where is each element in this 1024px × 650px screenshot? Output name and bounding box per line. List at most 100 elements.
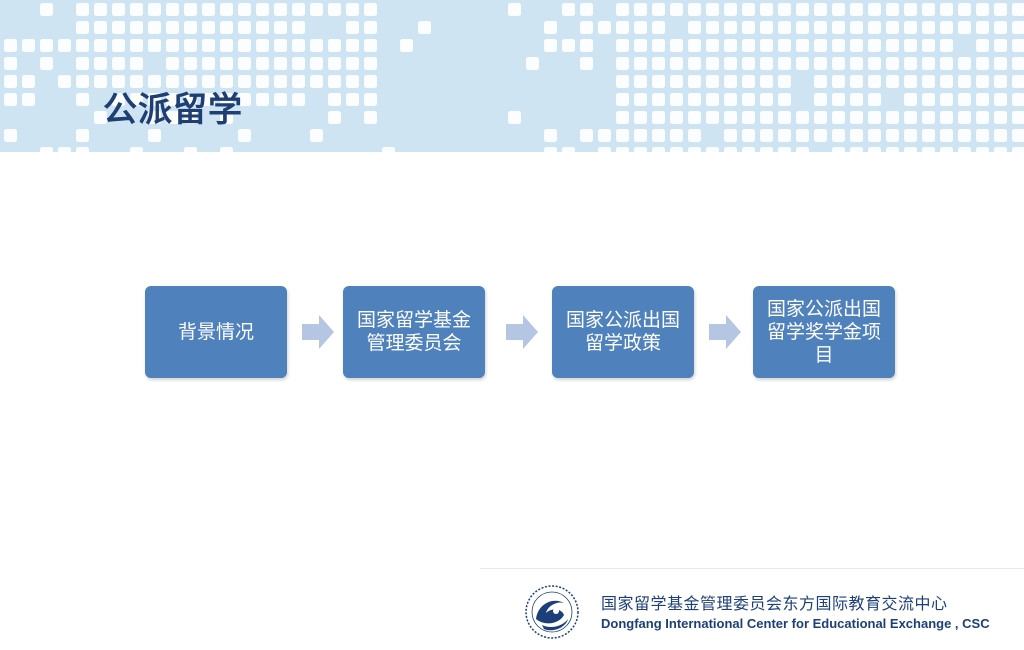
grid-cell	[922, 3, 935, 16]
grid-cell	[238, 93, 251, 106]
grid-cell	[562, 147, 575, 152]
grid-cell	[292, 21, 305, 34]
grid-cell	[580, 57, 593, 70]
grid-cell	[508, 3, 521, 16]
grid-cell	[256, 39, 269, 52]
grid-cell	[814, 75, 827, 88]
grid-cell	[346, 3, 359, 16]
step-background[interactable]: 背景情况	[145, 286, 287, 378]
grid-cell	[184, 147, 197, 152]
grid-cell	[742, 75, 755, 88]
grid-cell	[868, 147, 881, 152]
grid-cell	[670, 111, 683, 124]
grid-cell	[634, 57, 647, 70]
grid-cell	[184, 111, 197, 124]
grid-cell	[832, 21, 845, 34]
grid-cell	[940, 147, 953, 152]
grid-cell	[238, 129, 251, 142]
grid-cell	[724, 93, 737, 106]
grid-cell	[166, 3, 179, 16]
grid-cell	[922, 75, 935, 88]
grid-cell	[886, 75, 899, 88]
grid-cell	[778, 75, 791, 88]
grid-cell	[544, 129, 557, 142]
grid-cell	[706, 57, 719, 70]
grid-cell	[688, 21, 701, 34]
grid-cell	[580, 129, 593, 142]
grid-cell	[940, 3, 953, 16]
grid-cell	[94, 57, 107, 70]
grid-cell	[94, 3, 107, 16]
grid-cell	[22, 75, 35, 88]
grid-cell	[832, 129, 845, 142]
grid-cell	[94, 39, 107, 52]
grid-cell	[130, 21, 143, 34]
grid-cell	[904, 147, 917, 152]
step-scholarship[interactable]: 国家公派出国留学奖学金项目	[753, 286, 895, 378]
grid-cell	[274, 93, 287, 106]
grid-cell	[112, 39, 125, 52]
grid-cell	[940, 21, 953, 34]
grid-cell	[544, 21, 557, 34]
arrow-right-icon	[302, 315, 334, 349]
grid-cell	[616, 75, 629, 88]
grid-cell	[778, 147, 791, 152]
grid-cell	[328, 57, 341, 70]
grid-cell	[76, 39, 89, 52]
grid-cell	[220, 3, 233, 16]
grid-cell	[364, 3, 377, 16]
grid-cell	[904, 129, 917, 142]
grid-cell	[4, 39, 17, 52]
grid-cell	[256, 75, 269, 88]
grid-cell	[220, 111, 233, 124]
grid-cell	[166, 111, 179, 124]
grid-cell	[868, 39, 881, 52]
grid-cell	[4, 129, 17, 142]
grid-cell	[796, 39, 809, 52]
grid-cell	[58, 75, 71, 88]
grid-cell	[1012, 147, 1024, 152]
grid-cell	[400, 39, 413, 52]
grid-cell	[238, 57, 251, 70]
grid-cell	[652, 111, 665, 124]
grid-cell	[670, 39, 683, 52]
grid-cell	[670, 147, 683, 152]
grid-cell	[760, 21, 773, 34]
grid-cell	[706, 93, 719, 106]
grid-cell	[706, 75, 719, 88]
grid-cell	[724, 3, 737, 16]
grid-cell	[868, 111, 881, 124]
grid-cell	[976, 21, 989, 34]
step-csc[interactable]: 国家留学基金管理委员会	[343, 286, 485, 378]
grid-cell	[292, 57, 305, 70]
grid-cell	[166, 93, 179, 106]
grid-cell	[184, 57, 197, 70]
grid-cell	[148, 93, 161, 106]
step-policy[interactable]: 国家公派出国留学政策	[552, 286, 694, 378]
grid-cell	[922, 21, 935, 34]
grid-cell	[274, 75, 287, 88]
grid-cell	[706, 3, 719, 16]
grid-cell	[868, 75, 881, 88]
grid-cell	[814, 21, 827, 34]
grid-cell	[652, 93, 665, 106]
grid-cell	[184, 3, 197, 16]
grid-cell	[112, 93, 125, 106]
grid-cell	[634, 111, 647, 124]
grid-cell	[94, 21, 107, 34]
grid-cell	[202, 93, 215, 106]
grid-cell	[652, 21, 665, 34]
grid-cell	[1012, 3, 1024, 16]
grid-cell	[922, 147, 935, 152]
grid-cell	[346, 21, 359, 34]
grid-cell	[274, 21, 287, 34]
grid-cell	[94, 75, 107, 88]
grid-cell	[868, 21, 881, 34]
grid-cell	[544, 147, 557, 152]
grid-cell	[292, 39, 305, 52]
grid-cell	[220, 93, 233, 106]
grid-cell	[850, 21, 863, 34]
grid-cell	[202, 39, 215, 52]
grid-cell	[706, 147, 719, 152]
grid-cell	[346, 93, 359, 106]
